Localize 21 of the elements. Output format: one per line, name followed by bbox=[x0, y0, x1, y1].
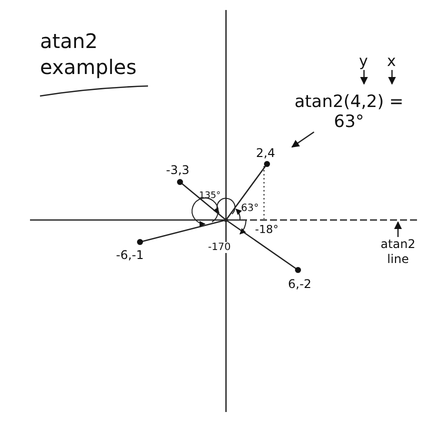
point-label: 6,-2 bbox=[288, 277, 312, 291]
point-label: -3,3 bbox=[166, 163, 190, 177]
ray-line bbox=[226, 164, 268, 219]
axis-note: atan2 line bbox=[378, 237, 418, 267]
arrow bbox=[394, 221, 402, 237]
origin-point bbox=[224, 218, 228, 222]
arrow bbox=[291, 131, 314, 148]
arrow bbox=[360, 70, 368, 85]
title: atan2 examples bbox=[40, 28, 138, 80]
axis-letter: y bbox=[359, 52, 368, 70]
ray-line bbox=[227, 220, 298, 271]
angle-label: 135° bbox=[199, 191, 221, 201]
axis-letter: x bbox=[387, 52, 396, 70]
arrow bbox=[388, 70, 396, 85]
point-label: 2,4 bbox=[256, 146, 276, 160]
ray-line bbox=[180, 182, 225, 220]
angle-label: -18° bbox=[255, 223, 278, 236]
point-label: -6,-1 bbox=[116, 248, 144, 262]
formula-text: atan2(4,2) = 63° bbox=[288, 92, 410, 132]
angle-label: 63° bbox=[241, 203, 259, 214]
angle-label: -170 bbox=[208, 242, 231, 253]
